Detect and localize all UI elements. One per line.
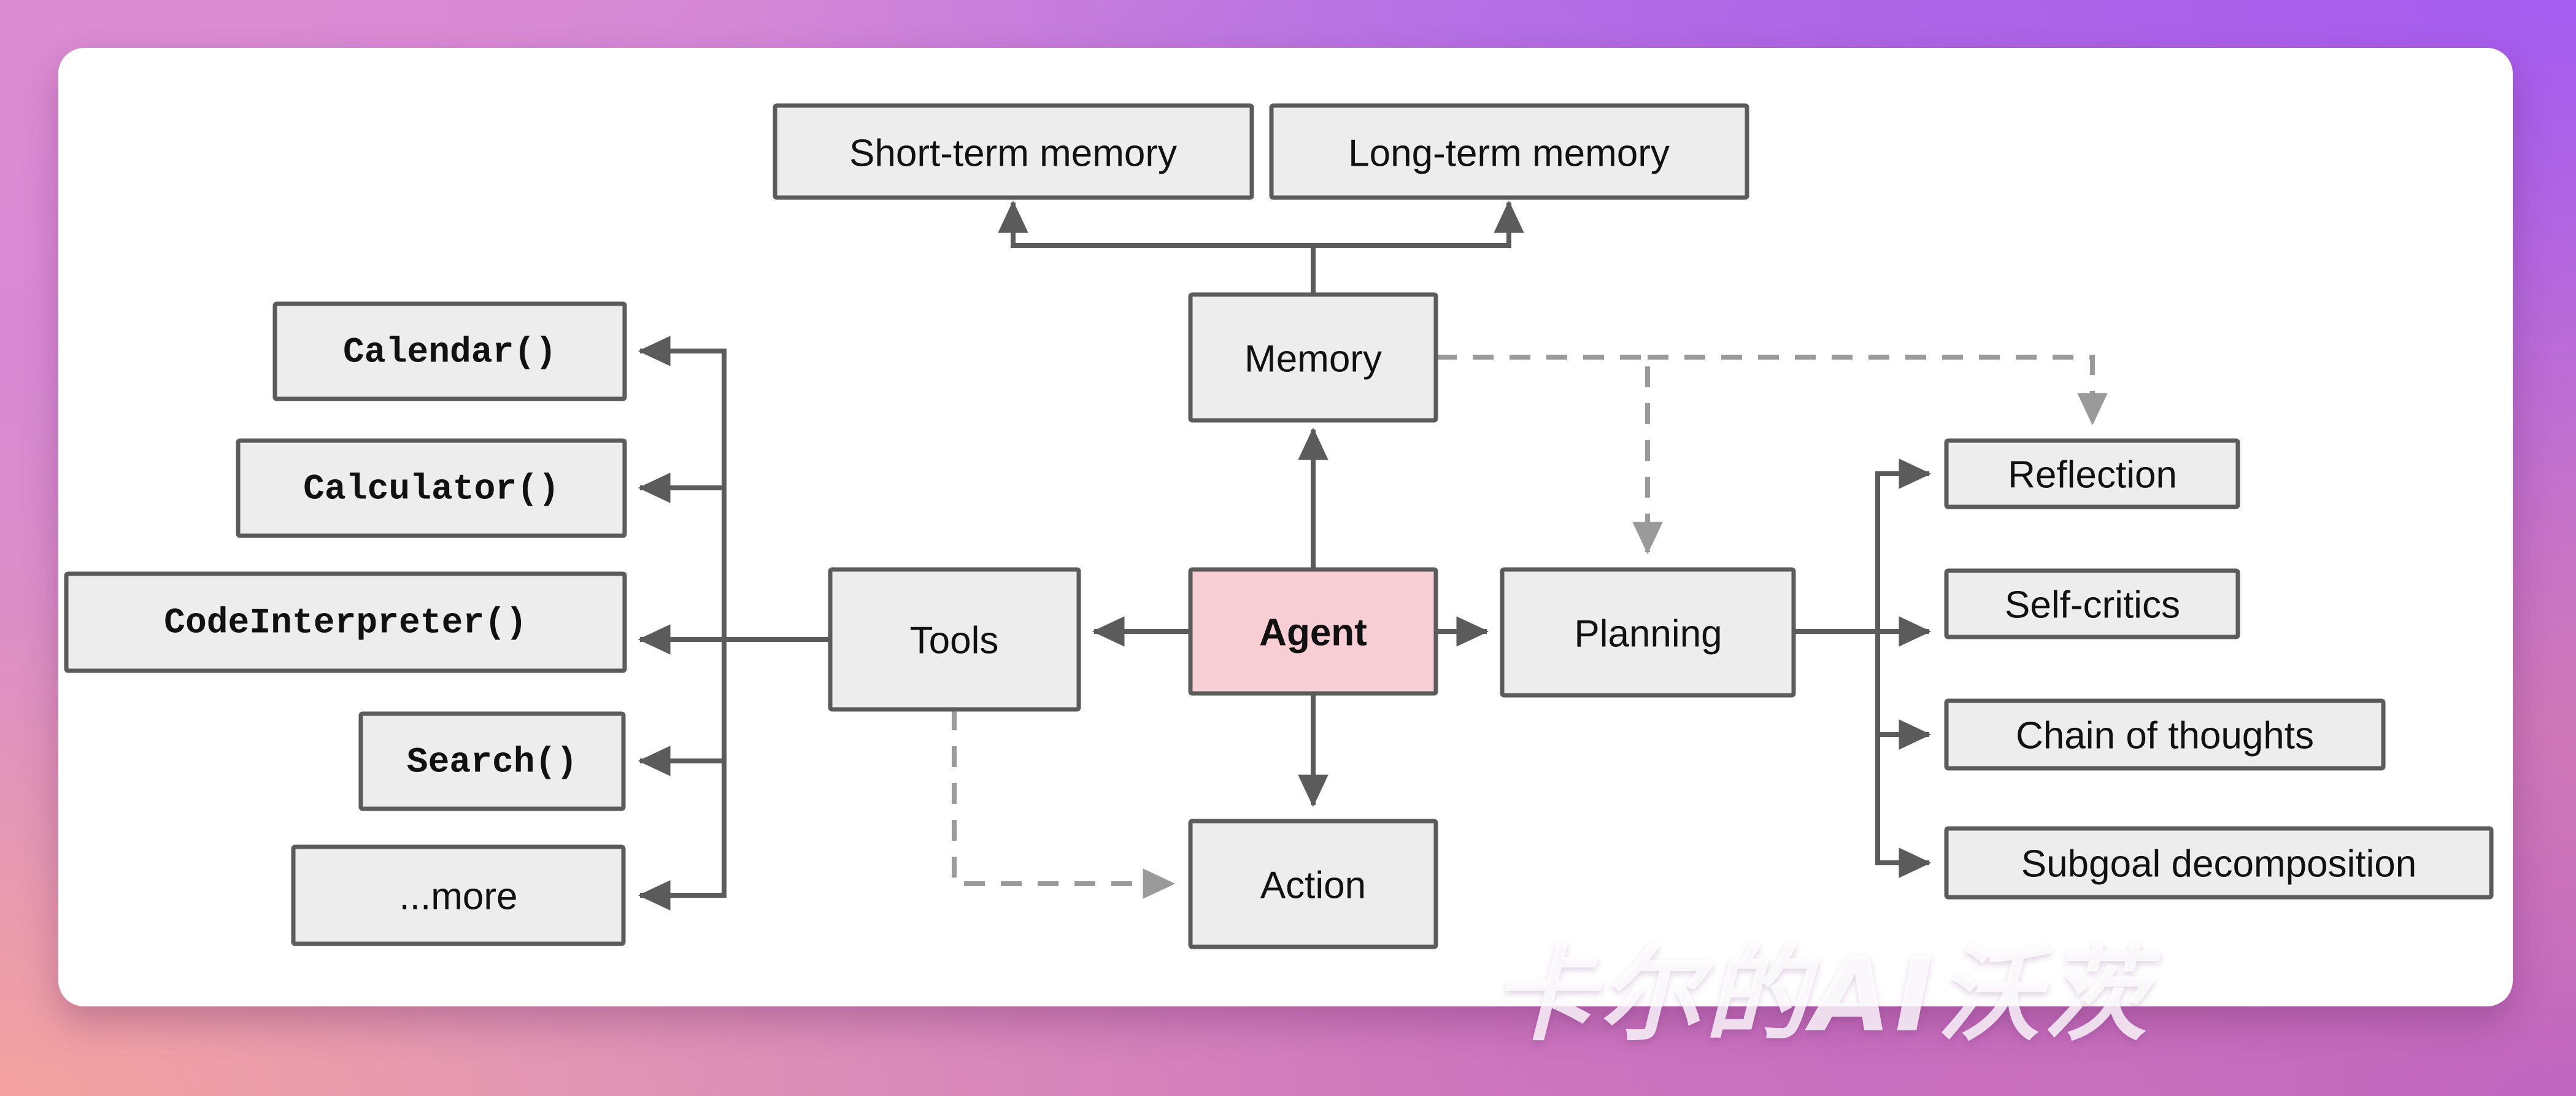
node-label: Action [1260,865,1366,907]
edge-memory-to-short-term-memory [998,200,1316,295]
edge-planning-to-reflection [1794,458,1932,634]
edge-layer [638,200,2108,911]
node-planning[interactable]: Planning [1500,567,1796,698]
edge-planning-to-chain-of-thoughts [1875,631,1932,750]
node-chain-of-thoughts[interactable]: Chain of thoughts [1944,698,2386,771]
node-label: Reflection [2008,454,2177,496]
node-agent[interactable]: Agent [1188,567,1438,696]
edge-tools-to-calculator [638,473,727,639]
node-label: Long-term memory [1348,133,1670,175]
node-label: Tools [910,620,999,662]
node-label: Self-critics [2005,584,2180,627]
node-reflection[interactable]: Reflection [1944,438,2240,509]
node-label: CodeInterpreter() [164,604,527,644]
node-short-term-memory[interactable]: Short-term memory [773,103,1254,200]
node-label: Calculator() [303,470,560,510]
edge-planning-to-subgoal [1875,631,1932,878]
node-layer: Short-term memory Long-term memory Memor… [64,103,2494,949]
node-action[interactable]: Action [1188,819,1438,949]
node-more[interactable]: ...more [291,844,626,946]
node-tools[interactable]: Tools [828,567,1081,712]
node-label: Planning [1574,613,1722,655]
node-subgoal-decomposition[interactable]: Subgoal decomposition [1944,826,2494,900]
node-code-interpreter[interactable]: CodeInterpreter() [64,571,627,673]
node-memory[interactable]: Memory [1188,292,1438,423]
edge-memory-to-planning-dashed [1436,355,1663,555]
node-label: ...more [399,876,518,918]
node-calculator[interactable]: Calculator() [236,438,627,538]
edge-tools-to-more [638,639,727,911]
node-label: Memory [1244,338,1382,380]
node-label: Agent [1259,612,1367,654]
edge-memory-to-long-term-memory [1311,200,1524,295]
node-calendar[interactable]: Calendar() [272,301,627,401]
node-long-term-memory[interactable]: Long-term memory [1269,103,1749,200]
edge-tools-to-search [638,639,727,776]
node-label: Subgoal decomposition [2021,843,2417,886]
edge-tools-to-calendar [638,336,830,642]
edge-memory-to-reflection-dashed [1648,355,2108,426]
node-label: Chain of thoughts [2016,715,2314,757]
node-search[interactable]: Search() [358,711,626,811]
edge-tools-to-action-dashed [952,709,1176,899]
node-label: Calendar() [343,333,557,373]
node-label: Short-term memory [849,133,1177,175]
node-label: Search() [407,743,577,783]
node-self-critics[interactable]: Self-critics [1944,568,2240,639]
